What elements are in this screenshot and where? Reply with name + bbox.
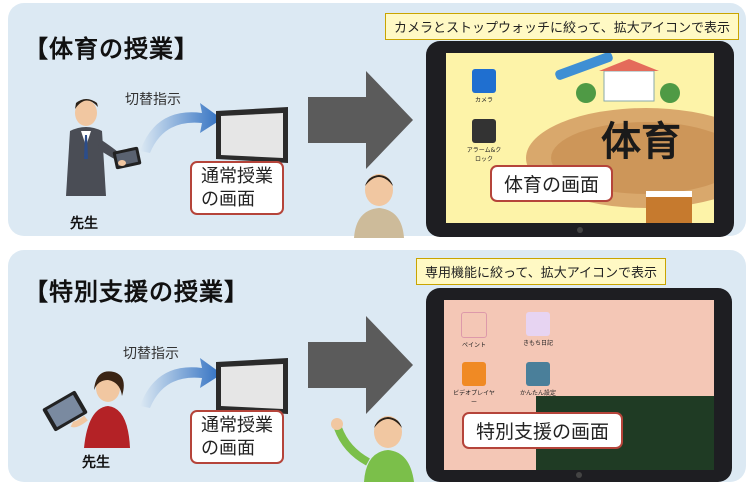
diary-app[interactable]: きもち日記 <box>516 312 560 347</box>
pe-switch-label: 切替指示 <box>125 92 181 108</box>
pe-screen-label: 体育の画面 <box>490 165 614 202</box>
special-tablet-screen[interactable]: ペイント きもち日記 ビデオプレイヤー かんたん設定 特別支援の画面 <box>444 300 714 470</box>
video-player-app[interactable]: ビデオプレイヤー <box>452 362 496 406</box>
pe-big-arrow <box>308 71 413 169</box>
paint-app-label: ペイント <box>461 342 486 349</box>
pe-class-title: 【体育の授業】 <box>24 35 199 63</box>
diary-app-label: きもち日記 <box>522 340 553 347</box>
pe-normal-screen-label: 通常授業 の画面 <box>190 161 284 215</box>
special-screen-label: 特別支援の画面 <box>462 412 624 449</box>
paint-icon <box>461 312 487 338</box>
special-normal-line2: の画面 <box>201 438 255 459</box>
special-switch-label: 切替指示 <box>123 346 179 362</box>
special-class-title: 【特別支援の授業】 <box>24 278 249 306</box>
pe-tablet: 体育 カメラ アラーム&クロック 体育の画面 <box>426 41 734 237</box>
special-class-panel: 【特別支援の授業】 専用機能に絞って、拡大アイコンで表示 切替指示 先生 通常授… <box>8 250 746 482</box>
stopwatch-app[interactable]: アラーム&クロック <box>464 119 504 163</box>
tablet-home-button[interactable] <box>577 227 583 233</box>
diary-icon <box>526 312 550 336</box>
pe-class-panel: 【体育の授業】 カメラとストップウォッチに絞って、拡大アイコンで表示 切替指示 … <box>8 3 746 238</box>
teacher-woman-figure <box>42 371 130 448</box>
normal-class-monitor <box>216 107 288 163</box>
pe-tablet-big-text: 体育 <box>601 119 681 165</box>
stopwatch-app-label: アラーム&クロック <box>466 147 502 163</box>
pe-teacher-label: 先生 <box>70 216 98 232</box>
camera-app[interactable]: カメラ <box>464 69 504 104</box>
video-player-app-label: ビデオプレイヤー <box>453 390 495 406</box>
special-big-arrow <box>308 316 413 414</box>
special-callout: 専用機能に絞って、拡大アイコンで表示 <box>416 258 667 285</box>
stopwatch-icon <box>472 119 496 143</box>
pe-callout: カメラとストップウォッチに絞って、拡大アイコンで表示 <box>385 13 740 40</box>
video-player-icon <box>462 362 486 386</box>
paint-app[interactable]: ペイント <box>452 312 496 349</box>
special-teacher-label: 先生 <box>82 455 110 471</box>
settings-app[interactable]: かんたん設定 <box>516 362 560 397</box>
pe-tablet-screen[interactable]: 体育 カメラ アラーム&クロック 体育の画面 <box>446 53 714 223</box>
camera-icon <box>472 69 496 93</box>
special-tablet: ペイント きもち日記 ビデオプレイヤー かんたん設定 特別支援の画面 <box>426 288 732 482</box>
pe-normal-line1: 通常授業 <box>201 166 273 187</box>
settings-app-label: かんたん設定 <box>519 390 556 397</box>
tablet-home-button-2[interactable] <box>576 472 582 478</box>
pe-normal-line2: の画面 <box>201 189 255 210</box>
student-waving-figure <box>331 416 414 482</box>
teacher-man-figure <box>66 99 142 196</box>
switch-curve-arrow-2 <box>140 358 222 408</box>
special-normal-line1: 通常授業 <box>201 415 273 436</box>
switch-curve-arrow <box>140 103 222 153</box>
settings-icon <box>526 362 550 386</box>
normal-class-monitor-2 <box>216 358 288 414</box>
camera-app-label: カメラ <box>474 97 493 104</box>
special-normal-screen-label: 通常授業 の画面 <box>190 410 284 464</box>
student-boy-figure <box>354 174 404 238</box>
